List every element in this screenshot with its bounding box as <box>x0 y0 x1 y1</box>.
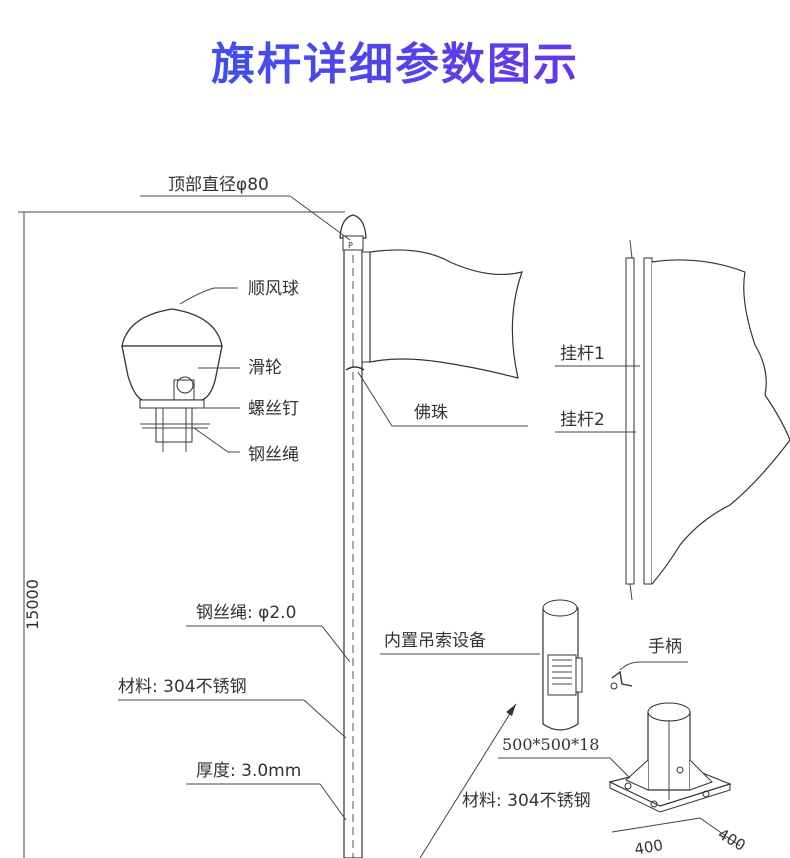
top-diameter-callout: 顶部直径φ80 <box>140 175 351 241</box>
handle-label: 手柄 <box>648 637 682 657</box>
hoist-detail: 内置吊索设备 手柄 <box>380 599 688 858</box>
page-title: 旗杆详细参数图示 <box>0 28 790 92</box>
base-dim-a: 400 <box>633 836 664 858</box>
rod2-label: 挂杆2 <box>560 410 605 430</box>
material-label: 材料: 304不锈钢 <box>118 677 247 697</box>
wire-spec-label: 钢丝绳: φ2.0 <box>196 603 296 623</box>
height-label: 15000 <box>23 579 42 630</box>
pole-spec-callouts: 钢丝绳: φ2.0 材料: 304不锈钢 厚度: 3.0mm <box>118 603 351 821</box>
hoist-label: 内置吊索设备 <box>384 631 486 651</box>
thickness-label: 厚度: 3.0mm <box>196 761 301 781</box>
svg-text:P: P <box>348 241 353 250</box>
ball-detail: 顺风球 滑轮 螺丝钉 钢丝绳 <box>121 279 299 465</box>
base-detail: 500*500*18 材料: 304不锈钢 400 400 <box>462 702 749 858</box>
flag <box>345 249 523 379</box>
rods-detail: 挂杆1 挂杆2 <box>555 239 790 601</box>
base-size-label: 500*500*18 <box>502 735 599 754</box>
pulley-label: 滑轮 <box>248 358 282 378</box>
rod1-label: 挂杆1 <box>560 344 605 364</box>
flagpole: P <box>339 214 367 858</box>
height-dimension: 15000 <box>18 211 345 858</box>
top-diameter-label: 顶部直径φ80 <box>168 175 269 195</box>
screw-label: 螺丝钉 <box>248 399 299 419</box>
ball-label: 顺风球 <box>248 279 299 299</box>
bead-label: 佛珠 <box>414 403 448 423</box>
base-material-label: 材料: 304不锈钢 <box>462 791 591 811</box>
wire-rope-label: 钢丝绳 <box>248 445 299 465</box>
bead-callout: 佛珠 <box>357 371 528 427</box>
base-dim-b: 400 <box>715 825 749 855</box>
